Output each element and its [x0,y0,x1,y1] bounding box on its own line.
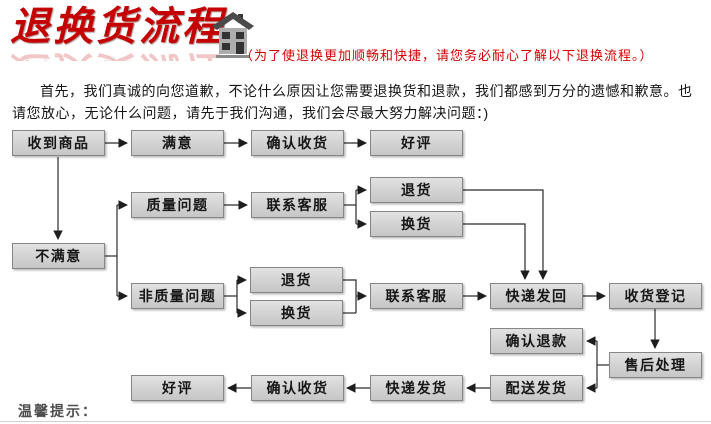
flow-node-peisongfahuo: 配送发货 [490,375,583,401]
flow-node-huanhuo2: 换货 [250,300,343,326]
flow-node-querenshouhuo1: 确认收货 [251,130,344,156]
flow-node-lianxikefu2: 联系客服 [370,283,463,309]
flow-node-shouhuodengji: 收货登记 [609,283,702,309]
warm-tip-label: 温馨提示： [18,403,98,419]
flow-node-shoudao: 收到商品 [12,130,105,156]
flow-node-kuaidifahui: 快递发回 [490,283,583,309]
page-title: 退换货流程 [10,5,225,49]
flow-node-haoping1: 好评 [370,130,463,156]
bottom-divider [0,421,711,422]
flow-node-haoping2: 好评 [131,375,224,401]
flow-node-tuihuo2: 退货 [250,267,343,293]
flow-node-querenshouhuo2: 确认收货 [251,375,344,401]
flow-node-kuaidifahuo: 快递发货 [370,375,463,401]
flow-node-lianxikefu1: 联系客服 [251,192,344,218]
flow-node-huanhuo1: 换货 [370,211,463,237]
flow-node-zhiliang: 质量问题 [131,192,224,218]
flow-node-tuihuo1: 退货 [370,177,463,203]
header-subtitle: （为了使退换更加顺畅和快捷，请您务必耐心了解以下退换流程。） [240,48,654,63]
flow-node-shouhouchuli: 售后处理 [609,352,702,378]
intro-paragraph: 首先，我们真诚的向您道歉，不论什么原因让您需要退换货和退款，我们都感到万分的遗憾… [12,83,693,121]
flow-node-bumanyi: 不满意 [12,243,105,269]
flow-node-feizhiliang: 非质量问题 [131,283,224,309]
flow-node-querentuikuan: 确认退款 [490,328,583,354]
page-header: 退换货流程 退换货流程 [10,4,225,61]
house-icon [212,11,254,66]
flow-node-manyi: 满意 [131,130,224,156]
